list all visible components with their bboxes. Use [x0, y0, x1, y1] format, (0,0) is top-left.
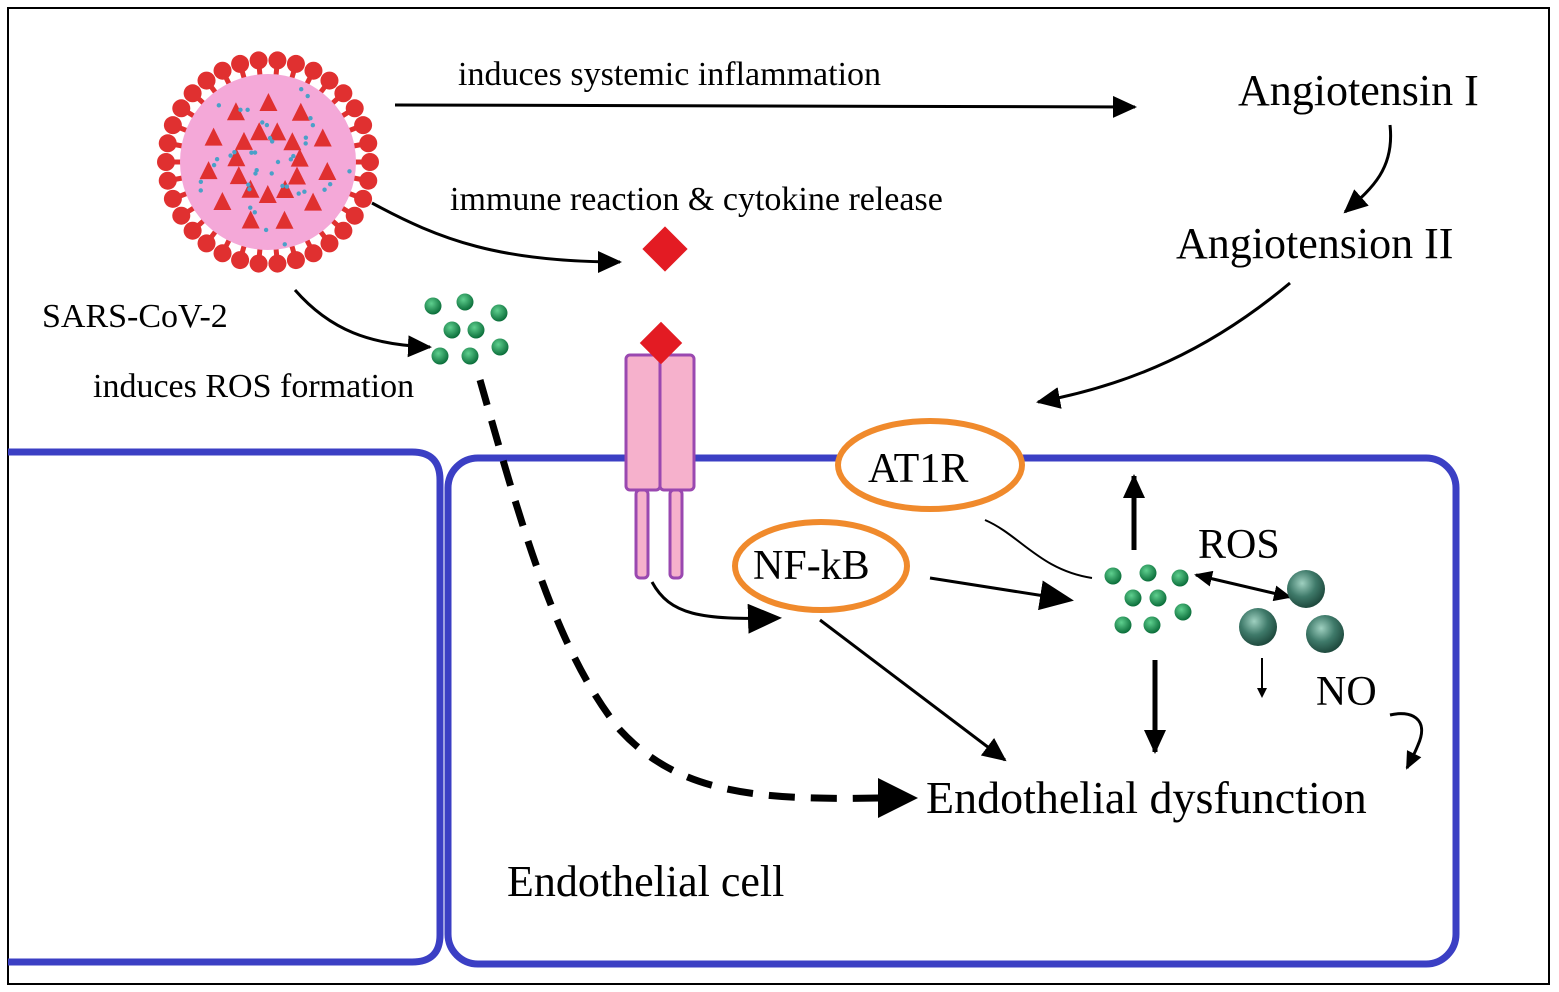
- dashed-arrow-ros-to-dysfunction: [476, 379, 881, 802]
- nfkb-ellipse: [732, 519, 910, 613]
- label-endothelial-cell: Endothelial cell: [507, 857, 784, 906]
- arrow-receptor-to-nfkb: [650, 581, 782, 634]
- label-no: NO: [1316, 669, 1377, 715]
- dashed-arrow-head: [878, 778, 918, 818]
- arrow-angiotensin-conversion: [1343, 124, 1393, 214]
- line-at1r-to-ros: [984, 519, 1093, 579]
- arrow-ros-no-exchange: [1194, 570, 1292, 602]
- arrow-systemic-inflammation: [394, 95, 1137, 118]
- no-molecules-icon: [1239, 570, 1344, 653]
- arrow-angiotensin-to-at1r: [1036, 281, 1291, 409]
- arrow-nfkb-to-dysfunction: [819, 618, 1007, 762]
- label-immune-reaction: immune reaction & cytokine release: [450, 181, 943, 218]
- label-ros-formation: induces ROS formation: [93, 368, 414, 405]
- label-at1r: AT1R: [868, 446, 968, 492]
- arrow-virus-to-cytokine: [371, 201, 622, 273]
- label-angiotensin-2: Angiotension II: [1176, 219, 1453, 268]
- ros-cluster-extracellular: [424, 293, 509, 365]
- label-endothelial-dysfunction: Endothelial dysfunction: [926, 772, 1367, 823]
- neighbor-cell-membrane: [8, 448, 444, 966]
- label-systemic-inflammation: induces systemic inflammation: [458, 56, 881, 93]
- label-angiotensin-1: Angiotensin I: [1238, 66, 1479, 115]
- ros-cluster-intracellular: [1104, 564, 1192, 634]
- arrow-virus-to-ros: [293, 289, 432, 358]
- cytokine-receptor-icon: [624, 321, 696, 580]
- arrow-nfkb-to-ros: [929, 576, 1074, 611]
- arrow-no-to-dysfunction: [1389, 712, 1424, 770]
- label-nfkb: NF-kB: [753, 543, 870, 589]
- label-ros: ROS: [1198, 522, 1280, 568]
- label-virus-name: SARS-CoV-2: [42, 298, 228, 335]
- sars-cov-2-virus-icon: [157, 51, 379, 273]
- at1r-ellipse: [835, 418, 1025, 512]
